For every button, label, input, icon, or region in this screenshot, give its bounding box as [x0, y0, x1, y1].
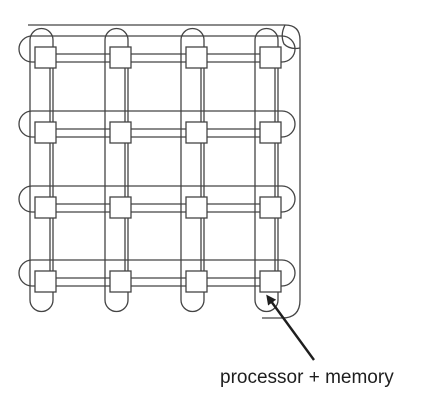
column-wraparound-link: [104, 27, 129, 313]
processor-node: [185, 270, 208, 293]
row-wraparound-link: [18, 35, 296, 63]
column-wraparound-link: [29, 27, 54, 313]
processor-node: [34, 196, 57, 219]
processor-node: [109, 196, 132, 219]
processor-nodes: [34, 46, 282, 293]
column-wraparound-link: [180, 27, 205, 313]
row-wraparound-link: [18, 259, 296, 287]
processor-node: [259, 46, 282, 69]
mesh-links: [45, 53, 276, 281]
caption-arrow: [266, 294, 315, 361]
processor-node: [259, 196, 282, 219]
corner-wraparound-loop: [281, 24, 301, 50]
column-wraparound-link: [254, 27, 279, 313]
processor-node: [259, 121, 282, 144]
processor-node: [34, 46, 57, 69]
caption-label: processor + memory: [220, 367, 394, 388]
processor-node: [259, 270, 282, 293]
processor-node: [34, 270, 57, 293]
row-wraparound-link: [18, 110, 296, 138]
processor-node: [34, 121, 57, 144]
row-wraparound-link: [18, 185, 296, 213]
outer-wraparound-border: [28, 24, 301, 319]
processor-node: [109, 121, 132, 144]
wraparound-links: [18, 24, 301, 319]
processor-node: [185, 46, 208, 69]
processor-node: [109, 46, 132, 69]
processor-node: [185, 121, 208, 144]
processor-node: [185, 196, 208, 219]
processor-node: [109, 270, 132, 293]
